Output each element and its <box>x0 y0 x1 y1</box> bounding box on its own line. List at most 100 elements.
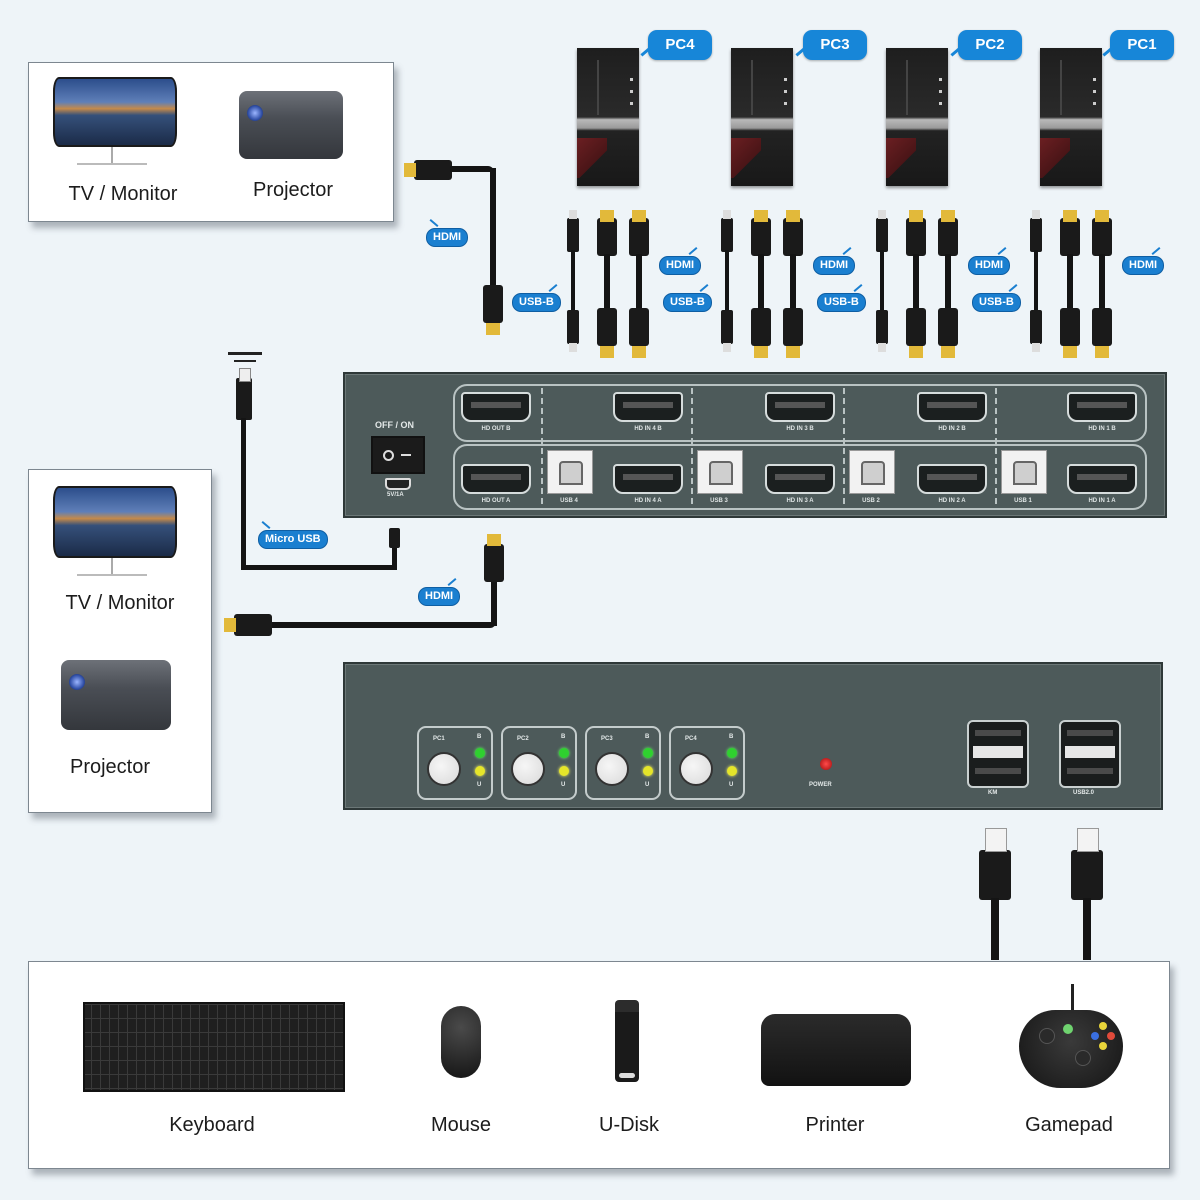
port-label: HD IN 1 B <box>1088 426 1116 432</box>
port-group-b <box>453 384 1147 442</box>
usb-b-port[interactable] <box>849 450 895 494</box>
hdmi-out-a-port[interactable] <box>461 464 531 494</box>
hdmi-connector <box>783 308 803 358</box>
micro-usb-power-port[interactable] <box>385 478 411 490</box>
usb-b-port[interactable] <box>1001 450 1047 494</box>
monitor-icon <box>53 77 181 177</box>
desktop-tower-icon <box>731 48 793 186</box>
hdmi-cable <box>604 254 610 310</box>
desktop-tower-icon <box>577 48 639 186</box>
hdmi-connector <box>629 210 649 256</box>
pc4-select-button[interactable] <box>679 752 713 786</box>
hdmi-connector <box>1092 308 1112 358</box>
power-switch[interactable] <box>371 436 425 474</box>
usb-connector <box>567 310 579 352</box>
desktop-tower-icon <box>1040 48 1102 186</box>
peripheral-label: U-Disk <box>599 1114 659 1136</box>
usb-a-connector <box>1071 828 1103 900</box>
usb-b-port[interactable] <box>697 450 743 494</box>
port-label: HD IN 2 A <box>938 498 966 504</box>
usb-cable <box>880 250 884 312</box>
usb-connector <box>1030 210 1042 252</box>
hdmi-in-b-port[interactable] <box>1067 392 1137 422</box>
cable-label-usb: USB-B <box>512 293 561 312</box>
projector-icon <box>61 660 171 730</box>
kvm-back-panel: OFF / ON 5V/1A HD OUT B HD OUT A HD IN 4… <box>343 372 1167 518</box>
power-input-label: 5V/1A <box>387 492 404 498</box>
display-card-left: TV / Monitor Projector <box>28 469 212 813</box>
port-label: USB 4 <box>560 498 578 504</box>
hdmi-in-a-port[interactable] <box>917 464 987 494</box>
hdmi-b-led <box>559 748 569 758</box>
hdmi-cable <box>1067 254 1073 310</box>
projector-icon <box>239 91 343 159</box>
micro-usb-connector <box>389 528 400 548</box>
usb-cable <box>1083 898 1091 960</box>
hdmi-in-b-port[interactable] <box>765 392 835 422</box>
led-label: B <box>477 734 482 740</box>
hdmi-connector <box>1060 210 1080 256</box>
button-label: PC3 <box>601 736 613 742</box>
micro-usb-cable <box>241 565 396 570</box>
usb-connector <box>876 310 888 352</box>
hdmi-in-b-port[interactable] <box>613 392 683 422</box>
power-led <box>820 758 832 770</box>
usb-b-port[interactable] <box>547 450 593 494</box>
hdmi-cable <box>270 622 496 628</box>
hdmi-connector <box>938 210 958 256</box>
led-label: U <box>477 782 482 788</box>
hdmi-connector <box>629 308 649 358</box>
button-label: PC2 <box>517 736 529 742</box>
peripheral-label: Keyboard <box>169 1114 255 1136</box>
pc2-switch-group: PC2 B U <box>501 726 577 800</box>
port-label: KM <box>988 790 998 796</box>
hdmi-connector <box>1060 308 1080 358</box>
port-label: HD IN 3 A <box>786 498 814 504</box>
usb2-port[interactable] <box>1059 720 1121 788</box>
port-label: HD OUT A <box>481 498 511 504</box>
pc2-select-button[interactable] <box>511 752 545 786</box>
pc3-select-button[interactable] <box>595 752 629 786</box>
hdmi-b-led <box>727 748 737 758</box>
printer-icon <box>761 1014 911 1086</box>
hdmi-in-a-port[interactable] <box>613 464 683 494</box>
led-label: U <box>729 782 734 788</box>
usb-led <box>475 766 485 776</box>
usb-connector <box>1030 310 1042 352</box>
usb-a-connector <box>979 828 1011 900</box>
hdmi-connector <box>906 308 926 358</box>
device-label: Projector <box>252 179 334 201</box>
port-label: HD OUT B <box>481 426 511 432</box>
hdmi-in-a-port[interactable] <box>1067 464 1137 494</box>
led-label: B <box>645 734 650 740</box>
usb-led <box>643 766 653 776</box>
hdmi-cable <box>758 254 764 310</box>
cable-label-hdmi: HDMI <box>426 228 469 247</box>
pc3-switch-group: PC3 B U <box>585 726 661 800</box>
hdmi-in-b-port[interactable] <box>917 392 987 422</box>
usb-led <box>727 766 737 776</box>
hdmi-connector <box>751 308 771 358</box>
port-label: USB 1 <box>1014 498 1032 504</box>
peripherals-card: Keyboard Mouse U-Disk Printer Gamepad <box>28 961 1170 1169</box>
port-label: HD IN 4 B <box>634 426 662 432</box>
hdmi-cable <box>945 254 951 310</box>
cable-label-usb: USB-B <box>817 293 866 312</box>
hdmi-connector <box>224 614 272 636</box>
pc4-switch-group: PC4 B U <box>669 726 745 800</box>
hdmi-connector <box>906 210 926 256</box>
monitor-icon <box>53 486 181 586</box>
km-usb-port[interactable] <box>967 720 1029 788</box>
hdmi-in-a-port[interactable] <box>765 464 835 494</box>
led-label: U <box>645 782 650 788</box>
power-switch-label: OFF / ON <box>375 420 414 430</box>
hdmi-connector <box>783 210 803 256</box>
cable-label-micro-usb: Micro USB <box>258 530 328 549</box>
usb-a-connector <box>236 368 252 420</box>
hdmi-out-b-port[interactable] <box>461 392 531 422</box>
peripheral-label: Mouse <box>430 1114 492 1136</box>
pc1-select-button[interactable] <box>427 752 461 786</box>
cable-label-hdmi: HDMI <box>659 256 702 275</box>
hdmi-cable <box>636 254 642 310</box>
display-card-top: TV / Monitor Projector <box>28 62 394 222</box>
